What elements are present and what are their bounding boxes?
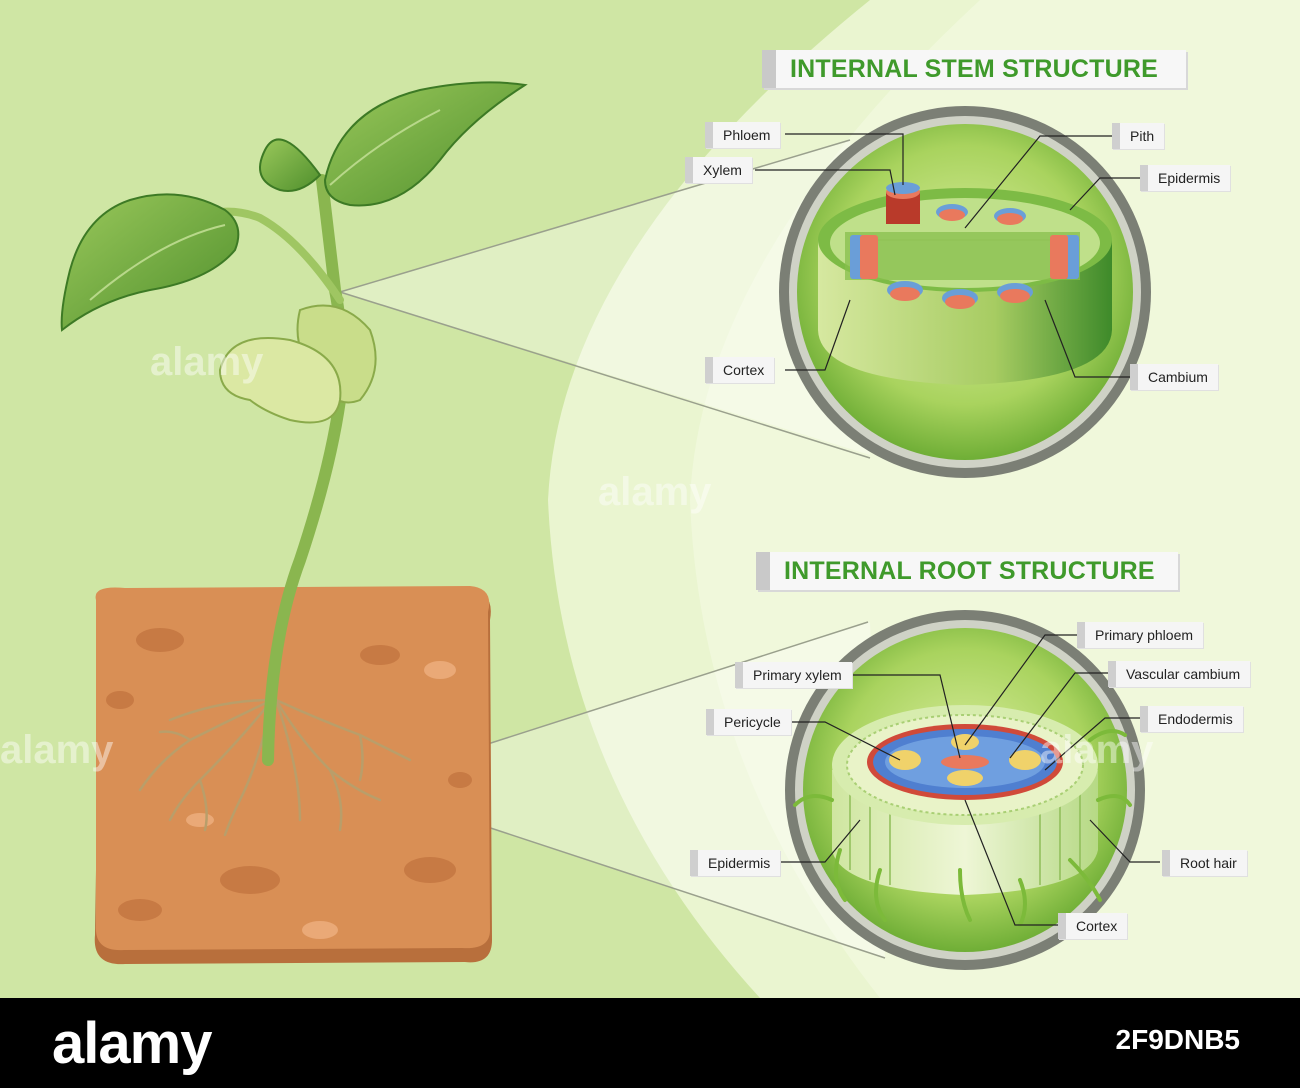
root-leader-lines: [780, 634, 1160, 926]
watermark: alamy: [0, 728, 114, 772]
watermark: alamy: [1040, 728, 1154, 772]
label-stem-cambium: Cambium: [1130, 364, 1218, 390]
footer-image-id: 2F9DNB5: [1115, 1024, 1240, 1055]
label-root-primary-xylem: Primary xylem: [735, 662, 852, 688]
leaf-vein: [329, 109, 441, 186]
stem-beam-line-top: [339, 139, 851, 293]
label-root-epidermis: Epidermis: [690, 850, 781, 876]
label-root-primary-phloem: Primary phloem: [1077, 622, 1204, 648]
diagram-artwork: [0, 0, 1300, 998]
stem-beam-line-bottom: [339, 291, 871, 459]
label-root-pericycle: Pericycle: [706, 709, 791, 735]
label-root-endodermis: Endodermis: [1140, 706, 1243, 732]
stem-leader-lines: [755, 133, 1140, 378]
label-root-root-hair: Root hair: [1162, 850, 1247, 876]
stem-title: INTERNAL STEM STRUCTURE: [762, 50, 1186, 88]
root-title: INTERNAL ROOT STRUCTURE: [756, 552, 1178, 590]
leaf-top-small: [259, 138, 322, 192]
soil-block: [94, 586, 492, 965]
stem-cross-section: [779, 106, 1151, 478]
label-root-vascular-cambium: Vascular cambium: [1108, 661, 1251, 687]
label-stem-xylem: Xylem: [685, 157, 752, 183]
watermark: alamy: [150, 340, 264, 384]
cotyledon-left: [218, 337, 342, 424]
label-stem-pith: Pith: [1112, 123, 1165, 149]
root-cross-section: [785, 610, 1145, 970]
label-root-cortex: Cortex: [1058, 913, 1128, 939]
plant-stem: [262, 174, 348, 766]
watermark: alamy: [598, 470, 712, 514]
footer-bar: [0, 998, 1300, 1088]
leaf-top-large: [323, 81, 528, 207]
label-stem-phloem: Phloem: [705, 122, 781, 148]
plant-branch: [216, 207, 344, 304]
label-stem-epidermis: Epidermis: [1140, 165, 1231, 191]
leaf-left: [60, 193, 240, 332]
footer-logo: alamy: [52, 1011, 212, 1076]
plant-roots: [138, 698, 412, 837]
label-stem-cortex: Cortex: [705, 357, 775, 383]
leaf-vein-left: [89, 224, 226, 301]
